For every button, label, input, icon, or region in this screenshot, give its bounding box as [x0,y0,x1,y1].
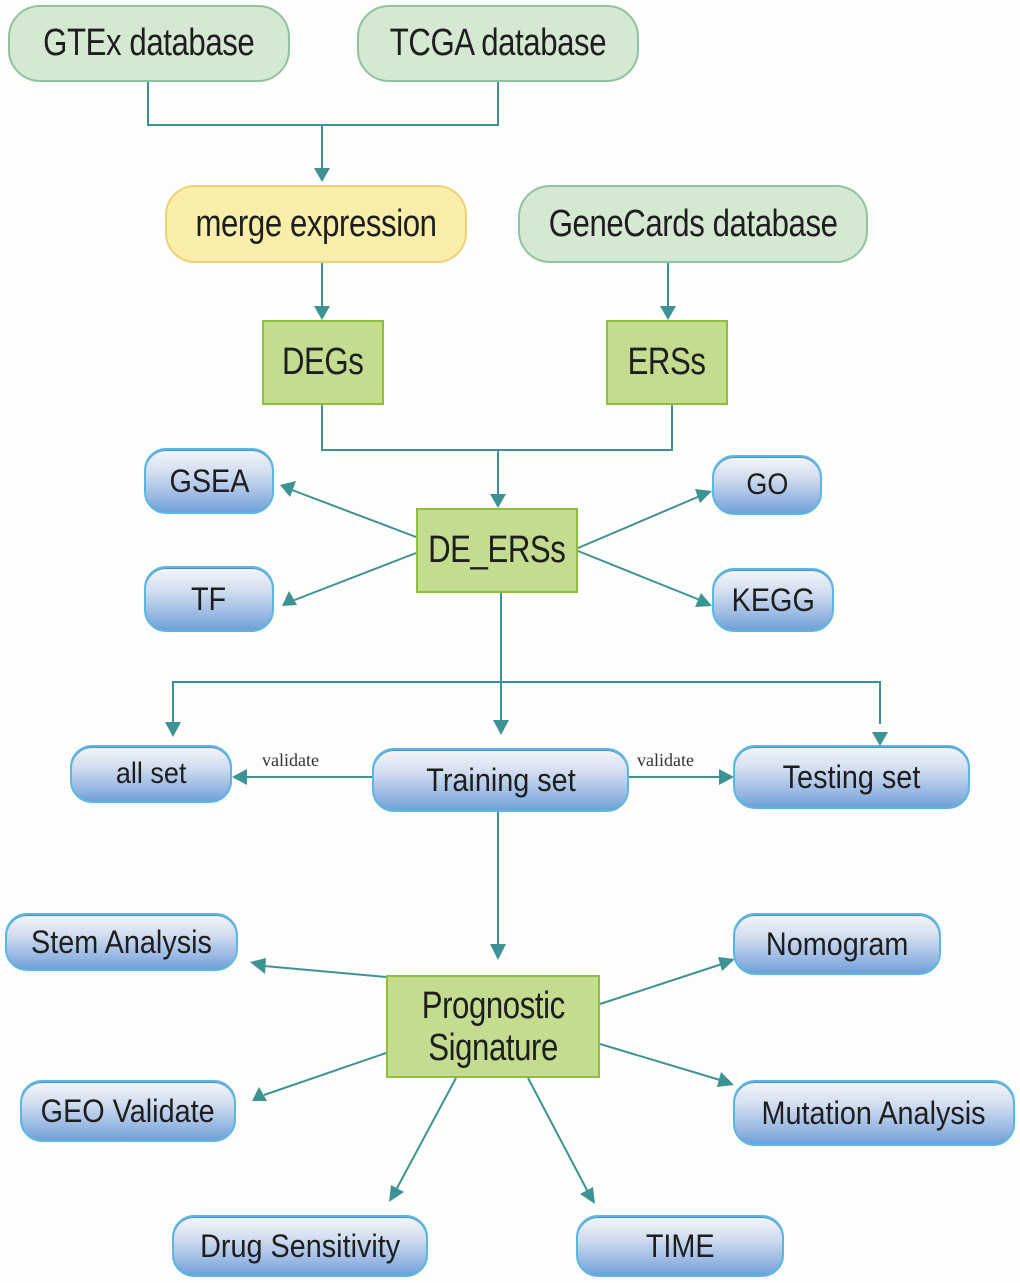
node-stem-analysis: Stem Analysis [5,913,238,971]
arrowhead-de-erss [490,494,506,508]
node-label: GEO Validate [41,1092,215,1129]
arrowhead-training [493,720,509,735]
edge-de-erss-to-tf [291,552,417,602]
node-training-set: Training set [372,748,629,812]
node-label: DEGs [282,341,364,383]
node-label: TF [191,580,227,617]
node-label: DE_ERSs [428,529,566,571]
node-kegg: KEGG [712,568,834,632]
arrowhead-validate-testing [719,769,734,785]
node-gtex-database: GTEx database [8,5,290,82]
node-geo-validate: GEO Validate [20,1080,236,1142]
node-label: Testing set [782,758,921,795]
node-tf: TF [144,566,274,632]
node-label: TCGA database [389,22,607,64]
node-testing-set: Testing set [733,745,970,809]
node-erss: ERSs [606,320,728,405]
arrowhead-tf [282,591,297,606]
edge-prognostic-to-time [527,1077,589,1193]
node-time: TIME [576,1215,784,1277]
node-label: merge expression [195,202,437,245]
node-label: Training set [425,761,576,798]
node-label: GO [745,468,788,501]
arrowhead-nomogram [718,957,735,971]
arrowhead-validate-all [232,769,247,785]
node-gsea: GSEA [144,448,274,514]
node-de-erss: DE_ERSs [416,508,578,593]
node-nomogram: Nomogram [733,913,941,975]
edge-degs-erss-join [321,404,673,451]
edge-de-erss-to-kegg [577,550,701,601]
arrowhead-kegg [695,593,712,607]
node-label: Nomogram [765,925,909,962]
node-drug-sensitivity: Drug Sensitivity [172,1215,428,1277]
node-label: ERSs [627,341,706,383]
edge-prognostic-to-geo [263,1052,387,1096]
arrowhead-drug [389,1185,404,1202]
edge-split-all-testing [172,681,881,724]
edge-prognostic-to-drug [395,1077,457,1191]
node-merge-expression: merge expression [165,185,467,263]
arrowhead-geo [252,1087,267,1101]
node-label: GTEx database [43,22,255,64]
edge-prognostic-to-nomogram [599,963,723,1005]
node-label: GeneCards database [548,202,838,245]
node-prognostic-signature: Prognostic Signature [386,975,600,1078]
arrowhead-erss [660,306,676,320]
arrowhead-prognostic [490,944,506,960]
node-degs: DEGs [262,320,384,405]
edge-prognostic-to-mutation [599,1043,721,1081]
arrowhead-testing-set [872,732,888,746]
node-label: KEGG [731,581,815,618]
node-label: GSEA [168,462,250,499]
node-label-line1: Prognostic [421,984,565,1027]
edge-label-validate-left: validate [262,750,319,770]
edge-de-erss-to-go [577,495,701,549]
arrowhead-stem [250,958,266,974]
arrowhead-merge [314,168,330,182]
node-label: TIME [645,1227,715,1264]
arrowhead-go [695,489,712,503]
arrowhead-degs [314,306,330,320]
edge-label-validate-right: validate [637,750,694,770]
edge-prognostic-to-stem [263,965,387,978]
arrowhead-mutation [717,1072,734,1087]
edge-de-erss-to-gsea [291,489,417,538]
node-label: Drug Sensitivity [199,1227,401,1264]
node-all-set: all set [70,745,232,803]
node-label: Stem Analysis [31,923,212,960]
node-genecards-database: GeneCards database [518,185,868,263]
arrowhead-time [580,1187,595,1204]
edge-gtex-tcga-join [147,80,499,126]
node-go: GO [712,455,822,515]
node-tcga-database: TCGA database [357,5,639,82]
node-mutation-analysis: Mutation Analysis [733,1080,1015,1146]
node-label: all set [115,757,187,790]
arrowhead-all-set [165,722,181,737]
node-label: Mutation Analysis [761,1094,987,1131]
arrowhead-gsea [280,481,296,497]
node-label-line2: Signature [428,1026,558,1069]
